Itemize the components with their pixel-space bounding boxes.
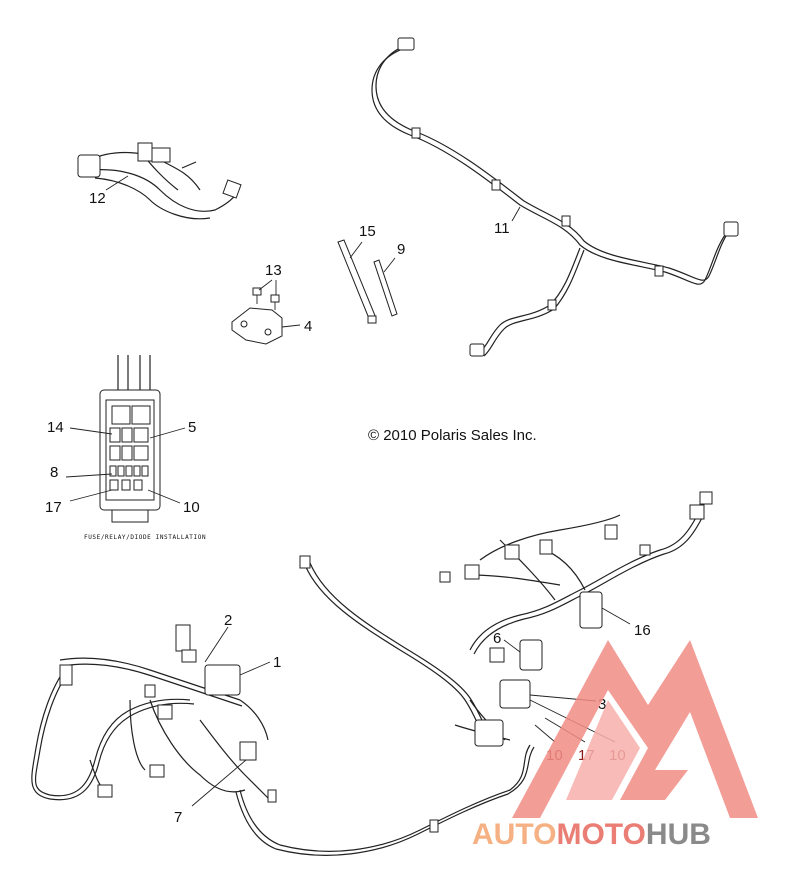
callout-3: 3 [598,696,606,713]
callout-8: 8 [50,464,58,481]
fuse-box-inset [99,355,161,523]
callout-9: 9 [397,241,405,258]
callout-10-inset: 10 [183,499,200,516]
callout-7: 7 [174,809,182,826]
automotohub-watermark-logo [512,640,758,818]
watermark-word-hub: HUB [646,818,711,851]
callout-1: 1 [273,654,281,671]
watermark-word-moto: MOTO [556,818,645,851]
callout-13: 13 [265,262,282,279]
callout-6: 6 [493,630,501,647]
cable-tie-9 [373,259,398,317]
cable-tie-15 [337,239,377,324]
callout-4: 4 [304,318,312,335]
copyright-notice: © 2010 Polaris Sales Inc. [368,427,537,444]
watermark-text: AUTOMOTOHUB [472,818,711,851]
callout-14: 14 [47,419,64,436]
callout-12: 12 [89,190,106,207]
main-harness [31,491,713,856]
bolts-13 [252,287,280,310]
inset-caption: FUSE/RELAY/DIODE INSTALLATION [84,534,206,541]
callout-17-inset: 17 [45,499,62,516]
callout-16: 16 [634,622,651,639]
watermark-word-auto: AUTO [472,818,556,851]
harness-12 [77,142,242,220]
callout-2: 2 [224,612,232,629]
callout-11: 11 [494,220,510,237]
bracket-4 [231,307,283,345]
callout-5: 5 [188,419,196,436]
harness-11 [368,37,739,357]
callout-15: 15 [359,223,376,240]
